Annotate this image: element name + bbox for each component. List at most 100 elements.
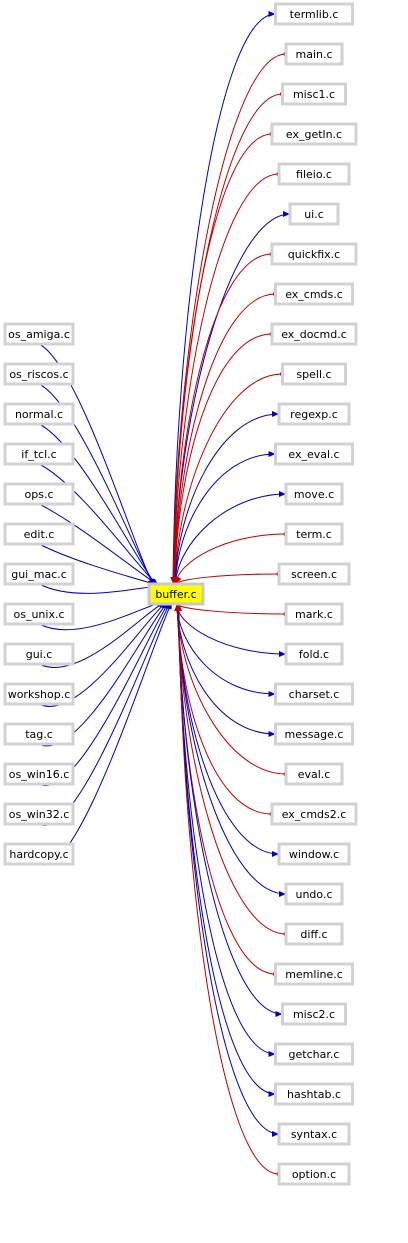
node-mark[interactable]: mark.c (284, 602, 344, 626)
node-term[interactable]: term.c (284, 522, 344, 546)
node-diff[interactable]: diff.c (284, 922, 344, 946)
edge-regexp (174, 413, 280, 585)
node-normal[interactable]: normal.c (3, 402, 75, 426)
node-ops-box (3, 482, 75, 506)
node-edit-box (3, 522, 75, 546)
node-normal-label: normal.c (15, 408, 63, 421)
node-ex-docmd-box (270, 322, 358, 346)
node-ex-cmds-label: ex_cmds.c (285, 288, 343, 301)
node-eval-label: eval.c (298, 768, 331, 781)
node-fold[interactable]: fold.c (284, 642, 344, 666)
node-ex-cmds2[interactable]: ex_cmds2.c (270, 802, 358, 826)
node-regexp[interactable]: regexp.c (277, 402, 351, 426)
edge-arrow-move (279, 491, 286, 497)
node-os-win16-label: os_win16.c (9, 768, 70, 781)
node-memline[interactable]: memline.c (274, 962, 354, 986)
node-os-win32[interactable]: os_win32.c (3, 802, 75, 826)
node-ex-cmds-box (274, 282, 354, 306)
node-mark-label: mark.c (295, 608, 333, 621)
node-edit[interactable]: edit.c (3, 522, 75, 546)
node-screen-box (277, 562, 351, 586)
node-ex-getln-label: ex_getln.c (286, 128, 342, 141)
node-ops[interactable]: ops.c (3, 482, 75, 506)
node-option[interactable]: option.c (277, 1162, 351, 1186)
node-misc2[interactable]: misc2.c (281, 1002, 347, 1026)
node-undo[interactable]: undo.c (284, 882, 344, 906)
node-quickfix[interactable]: quickfix.c (270, 242, 358, 266)
node-syntax[interactable]: syntax.c (277, 1122, 351, 1146)
node-window-label: window.c (289, 848, 339, 861)
node-memline-box (274, 962, 354, 986)
node-workshop[interactable]: workshop.c (3, 682, 75, 706)
node-fileio-box (277, 162, 351, 186)
node-gui-mac[interactable]: gui_mac.c (3, 562, 75, 586)
node-ex-cmds2-label: ex_cmds2.c (282, 808, 347, 821)
edge-message (176, 603, 276, 735)
edge-arrow-window (272, 851, 279, 857)
node-getchar[interactable]: getchar.c (274, 1042, 354, 1066)
node-syntax-box (277, 1122, 351, 1146)
edge-if-tcl (38, 463, 159, 587)
node-hardcopy-box (3, 842, 75, 866)
node-charset[interactable]: charset.c (274, 682, 354, 706)
node-regexp-label: regexp.c (290, 408, 338, 421)
node-normal-box (3, 402, 75, 426)
node-eval[interactable]: eval.c (284, 762, 344, 786)
node-window[interactable]: window.c (277, 842, 351, 866)
node-spell-label: spell.c (296, 368, 331, 381)
node-os-unix[interactable]: os_unix.c (3, 602, 75, 626)
node-diff-box (284, 922, 344, 946)
edge-quickfix (173, 253, 273, 585)
node-buffer-center[interactable]: buffer.c (147, 582, 205, 606)
edge-arrow-ex-eval (268, 451, 276, 457)
node-if-tcl[interactable]: if_tcl.c (3, 442, 75, 466)
node-os-riscos-box (3, 362, 75, 386)
edge-arrow-getchar (268, 1051, 276, 1057)
edge-arrow-screen (175, 576, 182, 584)
node-fileio[interactable]: fileio.c (277, 162, 351, 186)
edge-ex-getln (173, 133, 273, 585)
node-message[interactable]: message.c (274, 722, 354, 746)
node-hashtab-label: hashtab.c (287, 1088, 341, 1101)
node-tag[interactable]: tag.c (3, 722, 75, 746)
edge-charset (176, 603, 276, 695)
nodes-layer: os_amiga.c os_riscos.c normal.c if_tcl.cops… (3, 2, 358, 1186)
node-misc1[interactable]: misc1.c (281, 82, 347, 106)
node-ex-cmds[interactable]: ex_cmds.c (274, 282, 354, 306)
node-os-amiga[interactable]: os_amiga.c (3, 322, 75, 346)
node-ex-getln[interactable]: ex_getln.c (270, 122, 358, 146)
node-if-tcl-label: if_tcl.c (21, 448, 56, 461)
node-ex-docmd[interactable]: ex_docmd.c (270, 322, 358, 346)
node-spell[interactable]: spell.c (281, 362, 347, 386)
node-main[interactable]: main.c (284, 42, 344, 66)
node-hardcopy[interactable]: hardcopy.c (3, 842, 75, 866)
node-os-amiga-box (3, 322, 75, 346)
node-option-box (277, 1162, 351, 1186)
node-gui-box (3, 642, 75, 666)
node-os-unix-label: os_unix.c (13, 608, 64, 621)
node-os-riscos-label: os_riscos.c (9, 368, 68, 381)
node-hashtab[interactable]: hashtab.c (274, 1082, 354, 1106)
node-edit-label: edit.c (24, 528, 55, 541)
node-screen[interactable]: screen.c (277, 562, 351, 586)
node-gui[interactable]: gui.c (3, 642, 75, 666)
edge-option (178, 603, 280, 1175)
node-term-label: term.c (296, 528, 332, 541)
node-ui[interactable]: ui.c (288, 202, 340, 226)
node-os-win16[interactable]: os_win16.c (3, 762, 75, 786)
edge-fileio (173, 173, 280, 585)
node-message-box (274, 722, 354, 746)
node-ops-label: ops.c (25, 488, 54, 501)
node-termlib[interactable]: termlib.c (274, 2, 354, 26)
node-move[interactable]: move.c (284, 482, 344, 506)
node-ex-eval-label: ex_eval.c (288, 448, 339, 461)
edge-misc2 (177, 603, 283, 1015)
node-termlib-label: termlib.c (290, 8, 339, 21)
node-os-win32-label: os_win32.c (9, 808, 70, 821)
node-os-riscos[interactable]: os_riscos.c (3, 362, 75, 386)
edge-ops (38, 503, 160, 587)
node-tag-box (3, 722, 75, 746)
node-os-amiga-label: os_amiga.c (8, 328, 70, 341)
node-workshop-label: workshop.c (8, 688, 71, 701)
node-ex-eval[interactable]: ex_eval.c (274, 442, 354, 466)
